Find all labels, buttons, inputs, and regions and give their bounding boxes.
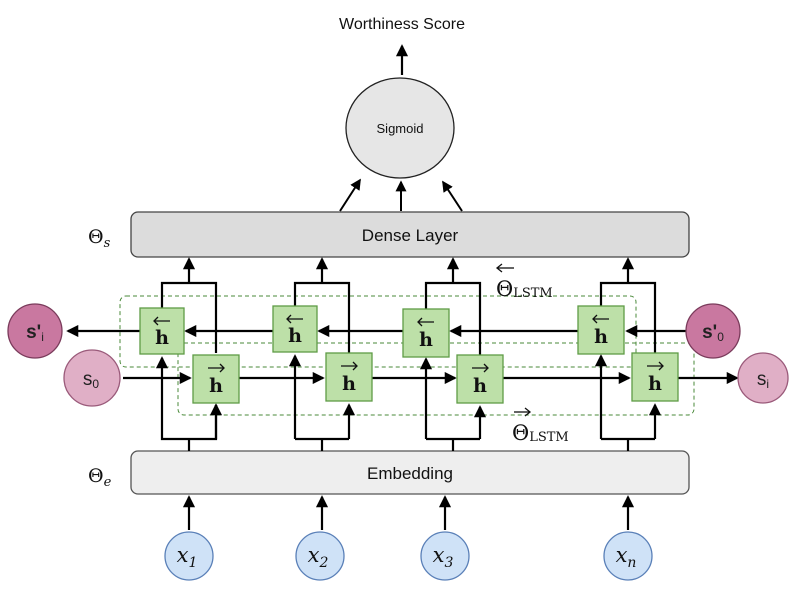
embedding-label: Embedding xyxy=(367,464,453,483)
timestep-1-connectors xyxy=(155,257,223,451)
svg-text:h: h xyxy=(288,325,302,347)
state-s-prime-i: s'i xyxy=(7,303,63,359)
svg-text:s'0: s'0 xyxy=(702,322,724,344)
theta-backward-lstm-label: ΘLSTM xyxy=(495,263,553,301)
timestep-2-connectors xyxy=(288,257,356,451)
input-x2: x2 xyxy=(295,531,345,581)
svg-text:x1: x1 xyxy=(177,543,198,571)
timestep-n-connectors xyxy=(594,257,662,451)
backward-cell-1: h xyxy=(139,307,185,355)
input-arrows xyxy=(182,495,635,530)
backward-cell-2: h xyxy=(272,305,318,353)
svg-text:h: h xyxy=(473,375,487,397)
input-x3: x3 xyxy=(420,531,470,581)
svg-text:h: h xyxy=(155,327,169,349)
svg-text:si: si xyxy=(757,369,769,391)
theta-s-label: Θs xyxy=(88,226,111,251)
svg-text:x3: x3 xyxy=(433,543,454,571)
theta-e-label: Θe xyxy=(88,465,112,490)
dense-layer-label: Dense Layer xyxy=(362,226,459,245)
sigmoid-node xyxy=(345,77,455,179)
sigmoid-label: Sigmoid xyxy=(377,121,424,136)
state-s-0: s0 xyxy=(63,349,121,407)
embedding-box xyxy=(130,450,690,495)
svg-text:h: h xyxy=(342,373,356,395)
forward-cell-3: h xyxy=(456,354,504,404)
backward-cell-n: h xyxy=(577,305,625,355)
timestep-3-connectors xyxy=(419,257,487,451)
svg-text:xn: xn xyxy=(616,543,637,571)
svg-text:x2: x2 xyxy=(308,543,329,571)
forward-cell-1: h xyxy=(192,354,240,404)
forward-cell-2: h xyxy=(325,352,373,402)
svg-text:ΘLSTM: ΘLSTM xyxy=(496,277,553,301)
svg-text:h: h xyxy=(594,326,608,348)
dense-layer-box xyxy=(130,211,690,258)
svg-text:h: h xyxy=(419,329,433,351)
backward-cell-3: h xyxy=(402,308,450,358)
svg-text:s0: s0 xyxy=(83,369,100,391)
svg-text:h: h xyxy=(648,373,662,395)
input-xn: xn xyxy=(603,531,653,581)
svg-text:ΘLSTM: ΘLSTM xyxy=(512,421,569,445)
theta-forward-lstm-label: ΘLSTM xyxy=(512,407,569,445)
state-s-prime-0: s'0 xyxy=(685,303,741,359)
state-s-i: si xyxy=(737,352,789,404)
svg-text:h: h xyxy=(209,375,223,397)
dense-to-sigmoid-arrows xyxy=(339,178,463,212)
svg-text:s'i: s'i xyxy=(26,322,44,344)
input-x1: x1 xyxy=(164,531,214,581)
worthiness-score-label: Worthiness Score xyxy=(339,16,465,33)
forward-cell-n: h xyxy=(631,352,679,402)
